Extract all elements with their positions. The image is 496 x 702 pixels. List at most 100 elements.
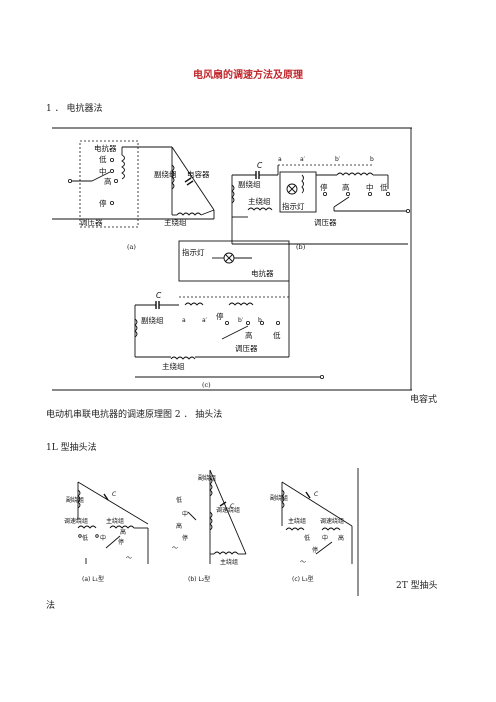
label-low-l1: 低 (82, 534, 88, 542)
label-mid-a: 中 (99, 166, 107, 176)
label-stop-b: 停 (320, 182, 328, 192)
tap-diagram: 副绕组 C 调速绕组 主绕组 低 中 高 停 ～ (a) L₁型 副绕组 C 调… (64, 468, 359, 596)
caption-l2: (b) L₂型 (188, 575, 210, 583)
caption-l3: (c) L₃型 (292, 575, 314, 583)
label-a2-c: a′ (202, 317, 208, 324)
aux-winding-coil-c (134, 318, 138, 338)
label-high-l3: 高 (338, 534, 344, 542)
caption-b: (b) (296, 243, 306, 251)
ac-symbol-l1: ～ (126, 555, 132, 562)
label-mid-l3: 中 (322, 534, 328, 542)
label-mid-l2: 中 (182, 510, 188, 518)
reactor-box (79, 140, 139, 228)
diagram-b: C a a′ b′ b 副绕组 指示灯 停 高 中 低 (231, 156, 410, 251)
diagram-l2: 副绕组 C 调速绕组 低 中 高 停 ～ 主绕组 (b) L₂型 (172, 469, 247, 583)
label-speed-l2: 调速绕组 (216, 506, 240, 514)
diagram-l1: 副绕组 C 调速绕组 主绕组 低 中 高 停 ～ (a) L₁型 (64, 481, 149, 583)
reactor-coil-c (184, 302, 204, 306)
label-speed-l1: 调速绕组 (64, 517, 88, 525)
label-b-c: b (258, 317, 262, 324)
label-high-l2: 高 (176, 522, 182, 530)
page-title: 电风扇的调速方法及原理 (193, 70, 303, 81)
label-cap-b: C (257, 161, 263, 170)
label-aux-b: 副绕组 (238, 179, 261, 189)
switch-blade-b (333, 196, 350, 208)
main-winding-coil-a (176, 212, 202, 216)
label-capacitor-a: 电容器 (187, 169, 210, 179)
label-a-c: a (182, 317, 186, 324)
regulator-coil-b (336, 172, 374, 176)
label-cap-l1: C (112, 491, 117, 498)
label-main-a: 主绕组 (164, 217, 187, 227)
caption-a: (a) (127, 243, 136, 251)
label-cap-l2: C (230, 503, 235, 510)
label-stop-l2: 停 (182, 534, 188, 542)
ac-symbol-l3: ～ (300, 559, 306, 566)
caption-l1: (a) L₁型 (82, 575, 104, 583)
label-main-l3: 主绕组 (288, 517, 306, 525)
figure-reactor-method: 电抗器 低 中 高 停 调压器 副绕组 电容器 主绕组 (a) C a (52, 127, 412, 392)
label-regulator-b: 调压器 (314, 218, 337, 227)
label-indicator-b: 指示灯 (282, 201, 305, 211)
label-cap-l3: C (314, 491, 319, 498)
diagram-l3: 副绕组 C 主绕组 调速绕组 低 中 高 停 ～ (c) L₃型 (270, 481, 353, 583)
indicator-box-c (178, 240, 290, 282)
label-aux-l3: 副绕组 (270, 494, 288, 502)
label-low-b: 低 (380, 182, 388, 192)
switch-blade-a (91, 171, 111, 182)
label-aux-l1: 副绕组 (66, 496, 84, 504)
subsection-2t: 2T 型抽头 (396, 581, 438, 591)
label-main-l1: 主绕组 (106, 517, 124, 525)
subsection-2t-tail: 法 (46, 601, 56, 611)
aux-winding-coil-a (171, 164, 175, 190)
label-b-b: b (370, 156, 374, 163)
label-a2-b: a′ (300, 156, 306, 163)
label-stop-a: 停 (99, 198, 107, 208)
reactor-diagram: 电抗器 低 中 高 停 调压器 副绕组 电容器 主绕组 (a) C a (52, 127, 412, 391)
indicator-lamp-b (286, 183, 298, 195)
label-stop-l1: 停 (118, 538, 124, 546)
capacitor-a (184, 177, 192, 183)
diagram-c: 指示灯 电抗器 C a a′ b′ b 副绕组 停 高 低 调压器 主绕组 (134, 240, 324, 389)
indicator-box-b (279, 171, 317, 213)
label-b2-c: b′ (238, 317, 244, 324)
subsection-1l: 1L 型抽头法 (46, 443, 97, 453)
label-speed-l3: 调速绕组 (320, 517, 344, 525)
label-stop-c: 停 (216, 311, 224, 321)
reactor-coil-a (121, 154, 125, 180)
label-high-a: 高 (104, 176, 112, 186)
label-cap-c: C (156, 291, 162, 300)
caption-c: (c) (202, 381, 211, 389)
label-high-b: 高 (342, 182, 350, 192)
ac-symbol-l2: ～ (172, 545, 178, 552)
label-main-l2: 主绕组 (220, 558, 238, 566)
label-low-l3: 低 (304, 534, 310, 542)
label-aux-a: 副绕组 (154, 169, 177, 179)
label-stop-l3: 停 (312, 546, 318, 554)
label-high-l1: 高 (120, 528, 126, 536)
label-reactor-c: 电抗器 (251, 268, 274, 278)
section-heading-reactor: 1 ． 电抗器法 (46, 104, 103, 114)
label-aux-l2: 副绕组 (198, 474, 216, 482)
main-winding-coil-b (247, 207, 273, 211)
figure-tap-method: 副绕组 C 调速绕组 主绕组 低 中 高 停 ～ (a) L₁型 副绕组 C 调… (60, 468, 362, 598)
label-indicator-c: 指示灯 (182, 247, 205, 257)
switch-blade-c (221, 325, 249, 340)
label-b2-b: b′ (335, 156, 341, 163)
label-regulator-c: 调压器 (235, 344, 258, 353)
label-aux-c: 副绕组 (141, 315, 164, 325)
label-low-a: 低 (99, 154, 107, 164)
label-mid-l1: 中 (100, 534, 106, 542)
main-winding-coil-c (170, 356, 196, 360)
label-low-c: 低 (273, 330, 281, 340)
label-high-c: 高 (245, 330, 253, 340)
diagram-a: 电抗器 低 中 高 停 调压器 副绕组 电容器 主绕组 (a) (52, 140, 215, 251)
label-main-b: 主绕组 (248, 196, 271, 206)
caption-line2: 电动机串联电抗器的调速原理图 2 ． 抽头法 (46, 410, 223, 420)
label-low-l2: 低 (176, 496, 182, 504)
caption-tail-right: 电容式 (410, 395, 438, 405)
label-reactor-a: 电抗器 (94, 143, 117, 153)
label-main-c: 主绕组 (162, 361, 185, 371)
label-mid-b: 中 (366, 182, 374, 192)
label-regulator-a: 调压器 (80, 218, 103, 227)
